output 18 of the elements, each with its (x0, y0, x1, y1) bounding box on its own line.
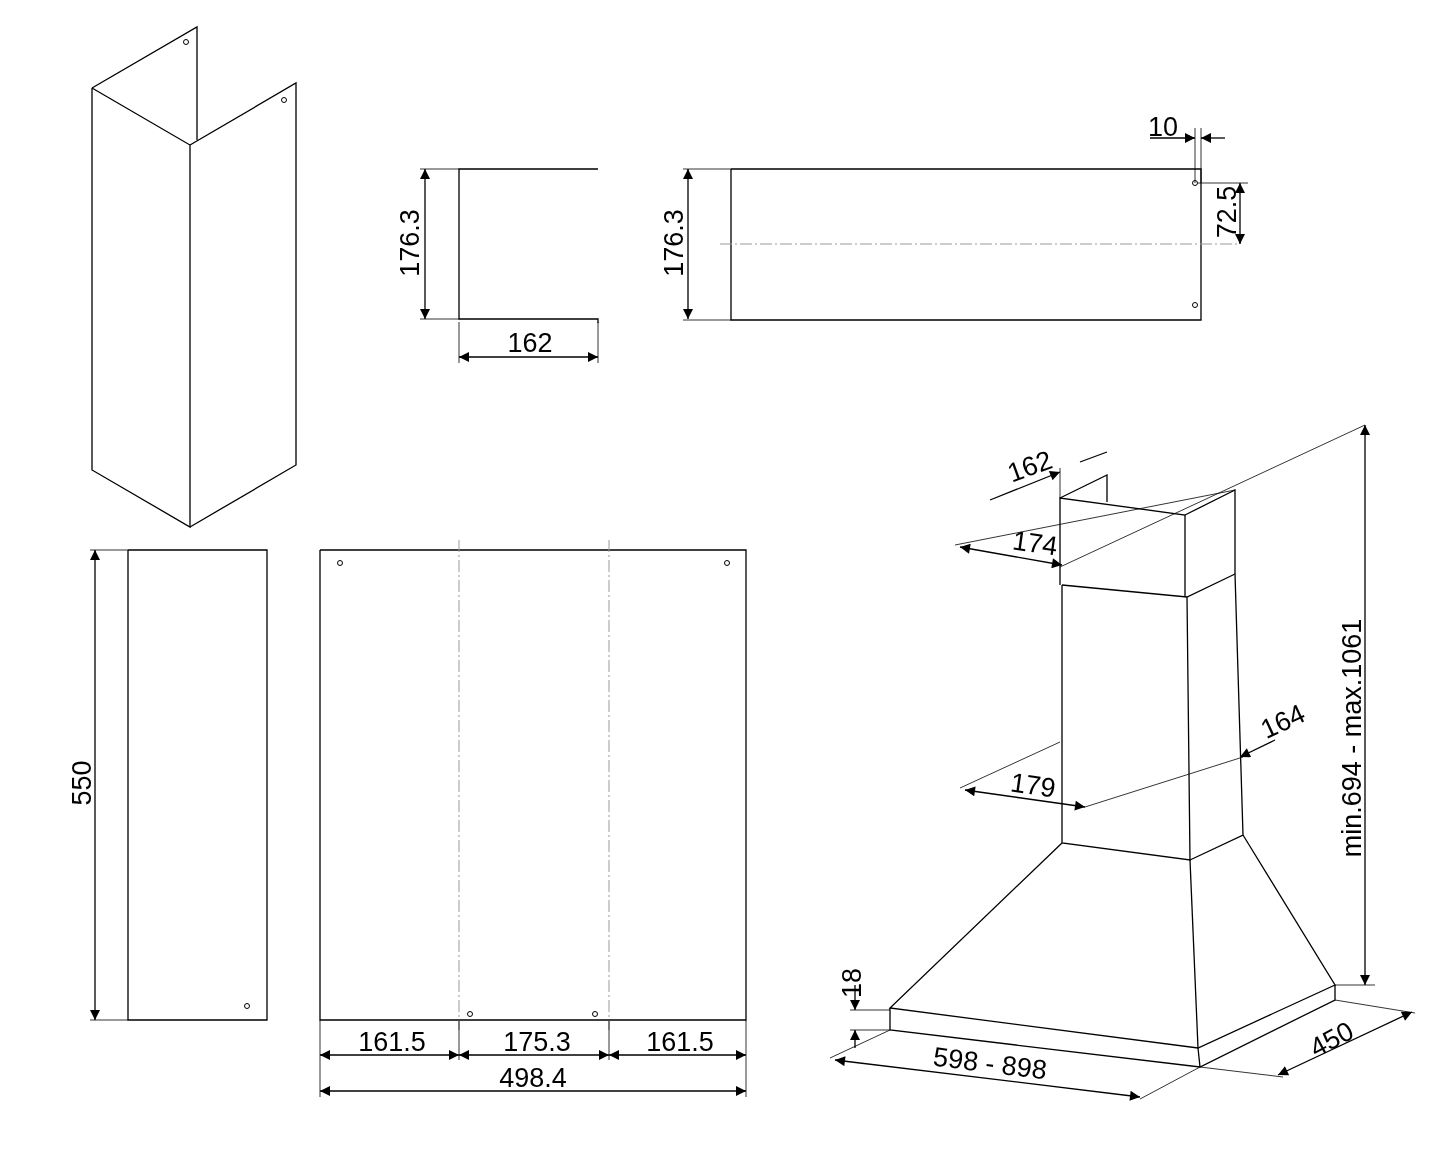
dimension-label: 179 (1008, 769, 1058, 803)
dimension-label: 164 (1256, 700, 1310, 744)
dimension-label: 162 (1004, 446, 1056, 488)
dimension-label: 598 - 898 (931, 1043, 1049, 1085)
dimension-label: 162 (507, 329, 553, 357)
dimension-label: 175.3 (503, 1028, 571, 1056)
dimension-label: 498.4 (499, 1064, 567, 1092)
dimension-label: 174 (1010, 527, 1060, 561)
dimension-label: 161.5 (646, 1028, 714, 1056)
dimension-label: 18 (838, 968, 866, 998)
dimension-label: 550 (68, 760, 96, 806)
dimension-label: 72.5 (1213, 185, 1241, 239)
dimension-label: 10 (1148, 113, 1178, 141)
dimension-label: 161.5 (358, 1028, 426, 1056)
dimension-label: 450 (1305, 1017, 1359, 1063)
dimension-label: 176.3 (660, 209, 688, 277)
dimension-label: 176.3 (396, 209, 424, 277)
dimension-label: min.694 - max.1061 (1338, 618, 1366, 858)
